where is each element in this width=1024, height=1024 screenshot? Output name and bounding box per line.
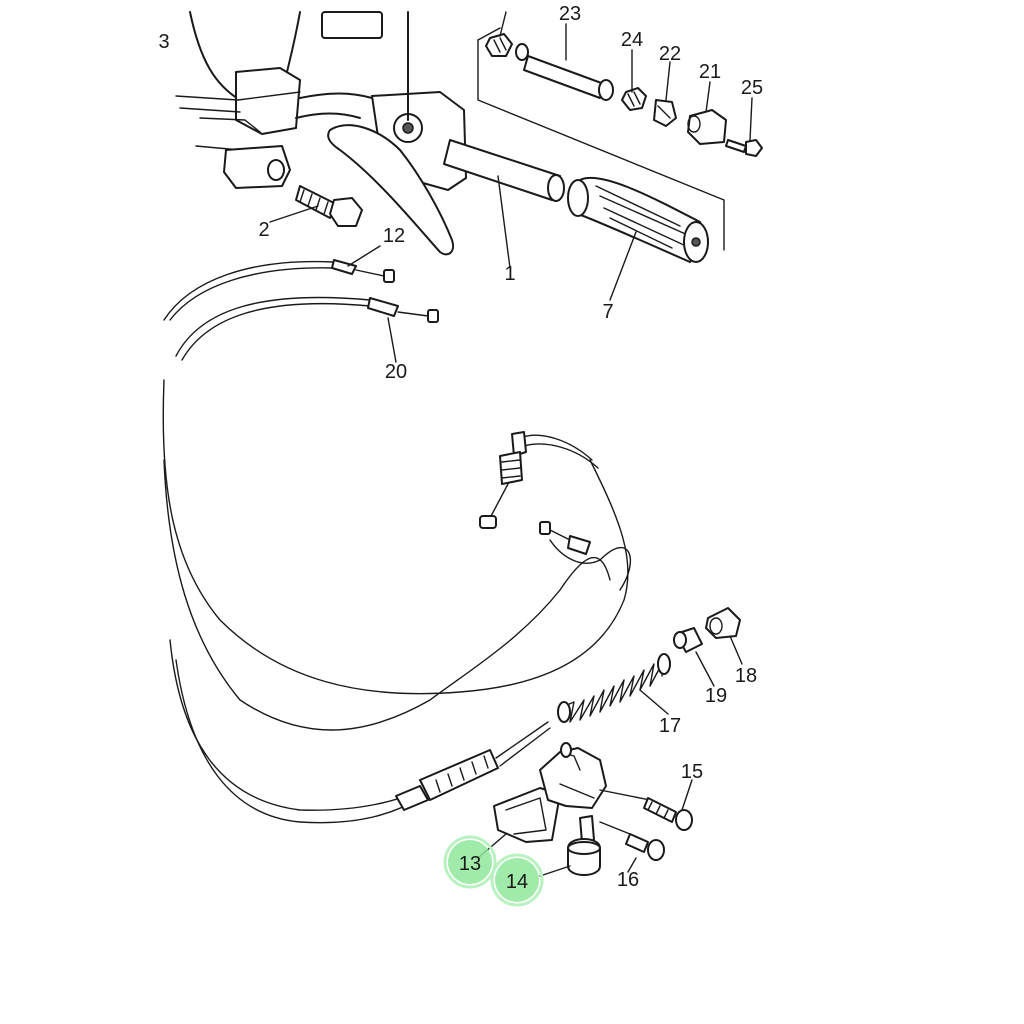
- callout-23: 23: [559, 3, 581, 25]
- leader-lines: [269, 11, 753, 877]
- callout-labels: 1 2 7 12 13 14 15 16 17 18 19 20 21 22 2…: [158, 3, 763, 893]
- callout-2: 2: [258, 219, 269, 241]
- small-parts: [485, 33, 763, 157]
- throttle-tube: [443, 139, 565, 202]
- lever-assembly: [175, 11, 467, 256]
- callout-22: 22: [659, 43, 681, 65]
- screw-16: [599, 821, 665, 861]
- spring-17: [557, 653, 671, 723]
- part-19-sleeve: [673, 627, 703, 653]
- callout-24: 24: [621, 29, 643, 51]
- cables: [162, 259, 632, 824]
- screw-15: [599, 789, 693, 831]
- highlight-14[interactable]: [490, 853, 544, 907]
- callout-21: 21: [699, 61, 721, 83]
- callout-18: 18: [735, 665, 757, 687]
- callout-25: 25: [741, 77, 763, 99]
- callout-1: 1: [504, 263, 515, 285]
- callout-17: 17: [659, 715, 681, 737]
- bracket-13: [493, 742, 607, 843]
- exploded-group-outline: [477, 39, 725, 251]
- callout-14[interactable]: 14: [506, 871, 528, 893]
- callout-12: 12: [383, 225, 405, 247]
- part-14-grommet: [567, 815, 601, 876]
- callout-19: 19: [705, 685, 727, 707]
- callout-13[interactable]: 13: [459, 853, 481, 875]
- callout-3: 3: [158, 31, 169, 53]
- highlight-13[interactable]: [443, 835, 497, 889]
- callout-7: 7: [602, 301, 613, 323]
- callout-20: 20: [385, 361, 407, 383]
- part-18-nut: [705, 607, 741, 639]
- callout-15: 15: [681, 761, 703, 783]
- grip: [567, 176, 709, 263]
- callout-16: 16: [617, 869, 639, 891]
